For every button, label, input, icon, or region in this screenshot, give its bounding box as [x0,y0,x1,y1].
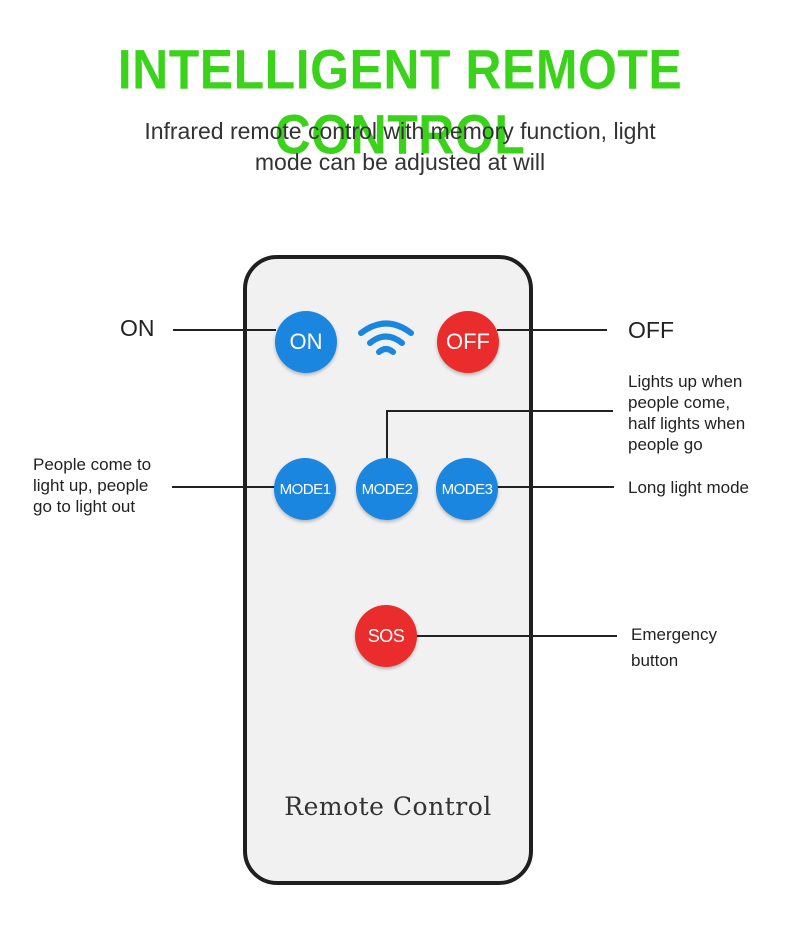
sos-callout-label: Emergency button [631,622,717,674]
sos-callout-line: Emergency [631,625,717,644]
mode2-callout-line: people go [628,435,703,454]
mode1-callout-line: light up, people [33,476,149,495]
off-callout-label: OFF [628,317,674,343]
wifi-icon [358,320,414,355]
mode3-button[interactable]: MODE3 [436,458,498,520]
on-connector-line [173,329,276,331]
sos-button[interactable]: SOS [355,605,417,667]
mode3-connector-line [497,486,614,488]
mode2-callout-line: half lights when [628,414,746,433]
remote-brand-text: Remote Control [284,792,492,821]
mode1-connector-line [172,486,276,488]
mode2-callout-line: Lights up when [628,372,743,391]
subtitle-line-2: mode can be adjusted at will [254,149,546,175]
mode3-callout-label: Long light mode [628,478,749,497]
sos-callout-line: button [631,651,679,670]
on-button[interactable]: ON [275,311,337,373]
off-connector-line [497,329,607,331]
mode2-button[interactable]: MODE2 [356,458,418,520]
page-subtitle: Infrared remote control with memory func… [60,116,740,178]
off-button[interactable]: OFF [437,311,499,373]
mode1-callout-line: go to light out [33,497,136,516]
mode2-callout-line: people come, [628,393,731,412]
mode1-button[interactable]: MODE1 [274,458,336,520]
mode2-callout-label: Lights up when people come, half lights … [628,371,745,455]
subtitle-line-1: Infrared remote control with memory func… [144,118,656,144]
page-title: INTELLIGENT REMOTE CONTROL [117,38,683,166]
mode2-connector-vertical [386,410,388,460]
sos-connector-line [415,635,617,637]
mode2-connector-horizontal [386,410,613,412]
mode1-callout-label: People come to light up, people go to li… [33,454,151,517]
mode1-callout-line: People come to [33,455,152,474]
on-callout-label: ON [120,315,155,341]
